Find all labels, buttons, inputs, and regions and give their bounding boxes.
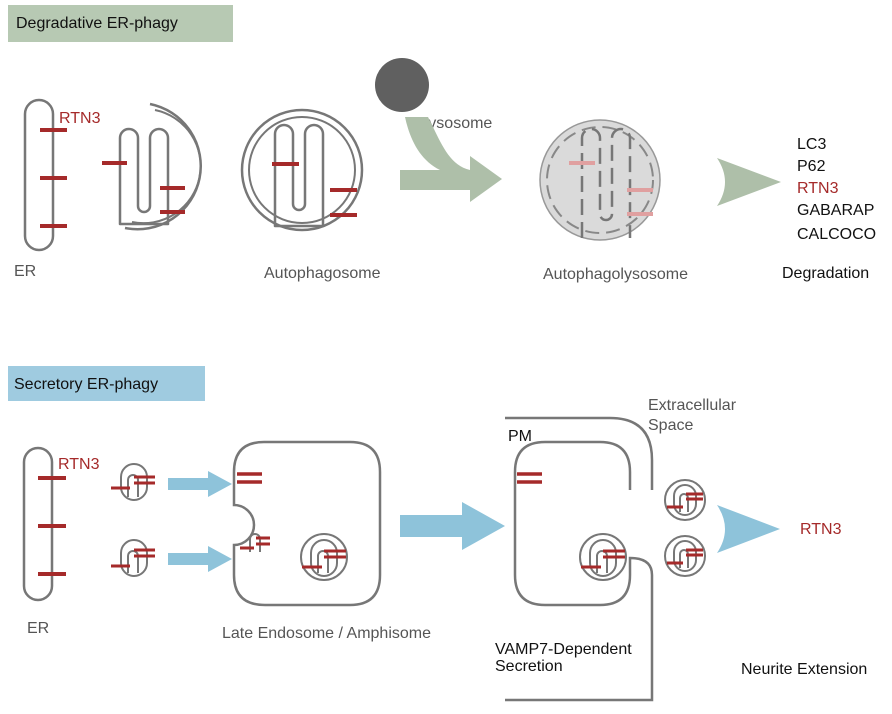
secretory-title: Secretory ER-phagy [14,376,158,393]
degraded-membrane [546,126,654,234]
late-endosome [232,440,382,607]
degradative-banner [8,5,233,42]
vesicle-er-loop [127,550,139,573]
er-bottom [22,446,66,602]
rtn3-out-label: RTN3 [800,521,842,538]
er-vesicle [111,463,155,501]
pm-label: PM [508,428,532,445]
rtn3-label: RTN3 [59,110,101,127]
pm-cell [505,440,654,702]
vamp7-label-line2: Secretion [495,658,563,675]
degradation-arrowhead [717,158,781,206]
marker-lc3: LC3 [797,136,826,153]
er-fold [118,127,170,226]
er-vesicle [111,539,155,577]
exosome-er-loop [679,493,689,512]
rtn3-label: RTN3 [58,456,100,473]
secreted-vesicle [664,535,706,577]
neurite-label: Neurite Extension [741,661,867,678]
marker-calcoco: CALCOCO [797,226,876,243]
er-top [23,98,67,252]
autophagosome-inner-membrane [248,116,356,224]
intraluminal-vesicle [300,533,348,581]
vesicle-er-loop [127,474,139,497]
autophagolysosome [539,119,661,241]
autophagolysosome-label: Autophagolysosome [543,266,688,283]
exosome-membrane [664,479,706,521]
secretory-banner [8,366,205,401]
er-tubule [23,98,55,252]
er-fold [273,123,325,228]
extracellular-label-line2: Space [648,417,693,434]
extracellular-label-line1: Extracellular [648,397,737,414]
lysosome-label: Lysosome [420,115,492,132]
phagophore [102,102,202,231]
autophagosome-label: Autophagosome [264,265,381,282]
secreted-vesicle [664,479,706,521]
phagophore-inner-membrane [131,109,202,225]
vamp7-label-line1: VAMP7-Dependent [495,641,632,658]
release-arrowhead [717,505,780,553]
vesicle-membrane [120,539,148,577]
secretion-arrow [400,502,505,550]
exosome-er-loop [679,549,689,568]
marker-rtn3: RTN3 [797,180,839,197]
amphisome-er-loop [596,550,608,573]
autophagosome [240,108,364,232]
transport-arrow [168,471,232,497]
marker-p62: P62 [797,158,826,175]
exosome-membrane [664,535,706,577]
pm-outer [505,416,654,490]
endosome-membrane [232,440,382,607]
lysosome [375,58,429,112]
degradation-label: Degradation [782,265,869,282]
er-label: ER [27,620,49,637]
marker-gabarap: GABARAP [797,202,874,219]
ilv-er-loop [317,550,329,573]
late-endosome-label: Late Endosome / Amphisome [222,625,431,642]
autophagosome-outer-membrane [240,108,364,232]
degraded-er-fold [580,127,632,238]
amphisome-vesicle [579,533,627,581]
degradative-title: Degradative ER-phagy [16,15,178,32]
transport-arrow [168,546,232,572]
er-label: ER [14,263,36,280]
plasma-membrane [505,416,654,702]
secretory-panel: Secretory ER-phagy RTN3 ER [8,366,867,702]
fusion-arrow [400,117,502,202]
degradative-panel: Degradative ER-phagy RTN3 ER [8,5,876,283]
